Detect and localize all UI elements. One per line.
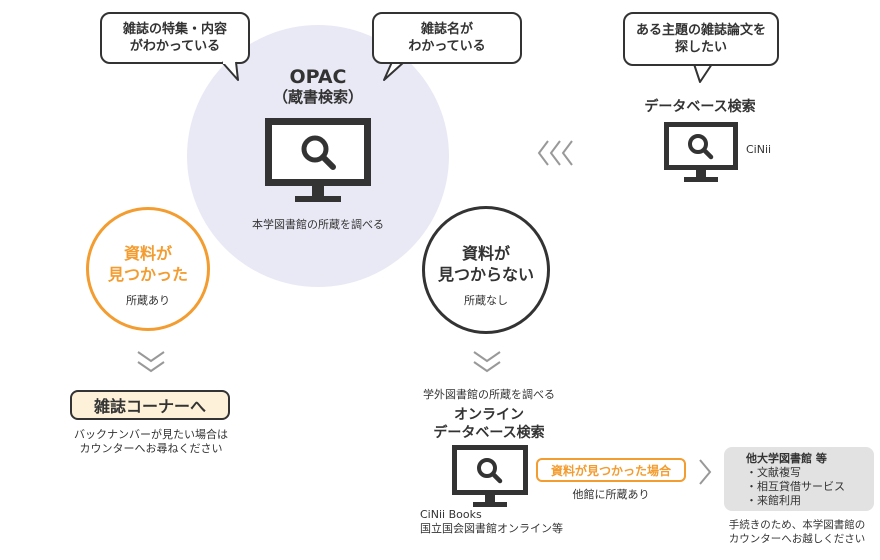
list-item: ・来館利用 (746, 494, 801, 507)
found-elsewhere-sub: 他館に所蔵あり (572, 488, 650, 501)
found-line1: 資料が (123, 244, 172, 263)
database-monitor-icon (664, 122, 738, 182)
online-caption-line2: 国立国会図書館オンライン等 (420, 522, 563, 535)
magazine-corner-label: 雑誌コーナーへ (70, 390, 230, 420)
online-title-line1: オンライン (454, 407, 524, 423)
other-note-line1: 手続きのため、本学図書館の (728, 519, 866, 531)
chevron-right-icon (699, 459, 712, 485)
bubble-topic-line1: ある主題の雑誌論文を (635, 23, 766, 38)
list-item: ・文献複写 (746, 466, 801, 479)
search-monitor-icon (265, 118, 371, 202)
opac-subtitle: （蔵書検索） (272, 88, 363, 106)
corner-note-line1: バックナンバーが見たい場合は (74, 428, 228, 441)
bubble-special-line2: がわかっている (129, 39, 221, 54)
magazine-corner-note: バックナンバーが見たい場合は カウンターへお尋ねください (56, 428, 246, 456)
chevron-left-icon (537, 140, 573, 166)
bubble-title-known: 雑誌名が わかっている (372, 12, 522, 64)
opac-title: OPAC (289, 66, 347, 88)
chevron-down-icon (137, 351, 165, 373)
bubble-title-line1: 雑誌名が (420, 22, 473, 37)
not-found-circle (422, 206, 550, 334)
other-libraries-title: 他大学図書館 等 (746, 452, 827, 465)
list-item: ・相互貸借サービス (746, 480, 845, 493)
bubble-special-line1: 雑誌の特集・内容 (122, 22, 227, 37)
online-title-line2: データベース検索 (433, 425, 545, 441)
online-caption-line1: CiNii Books (420, 508, 482, 521)
not-found-sub: 所蔵なし (464, 294, 508, 307)
bubble-topic-line2: 探したい (674, 40, 727, 55)
not-found-line2: 見つからない (437, 265, 534, 284)
chevron-down-icon (473, 351, 501, 373)
found-elsewhere-label: 資料が見つかった場合 (536, 458, 686, 482)
other-note-line2: カウンターへお越しください (728, 533, 866, 545)
found-sub: 所蔵あり (126, 294, 170, 307)
found-line2: 見つかった (107, 265, 188, 284)
online-monitor-icon (452, 445, 528, 507)
found-circle (86, 207, 210, 331)
other-libraries-list: ・文献複写 ・相互貸借サービス ・来館利用 (746, 466, 870, 508)
bubble-topic: ある主題の雑誌論文を 探したい (623, 12, 779, 66)
bubble-special-contents: 雑誌の特集・内容 がわかっている (100, 12, 250, 64)
database-title: データベース検索 (644, 99, 756, 115)
online-lead: 学外図書館の所蔵を調べる (423, 388, 555, 401)
online-caption: CiNii Books 国立国会図書館オンライン等 (420, 508, 580, 536)
database-caption: CiNii (746, 143, 772, 156)
other-libraries-panel (724, 447, 874, 511)
opac-caption: 本学図書館の所蔵を調べる (252, 218, 384, 231)
corner-note-line2: カウンターへお尋ねください (79, 442, 223, 455)
other-libraries-note: 手続きのため、本学図書館の カウンターへお越しください (714, 518, 880, 546)
not-found-line1: 資料が (461, 244, 510, 263)
bubble-title-line2: わかっている (408, 39, 486, 54)
